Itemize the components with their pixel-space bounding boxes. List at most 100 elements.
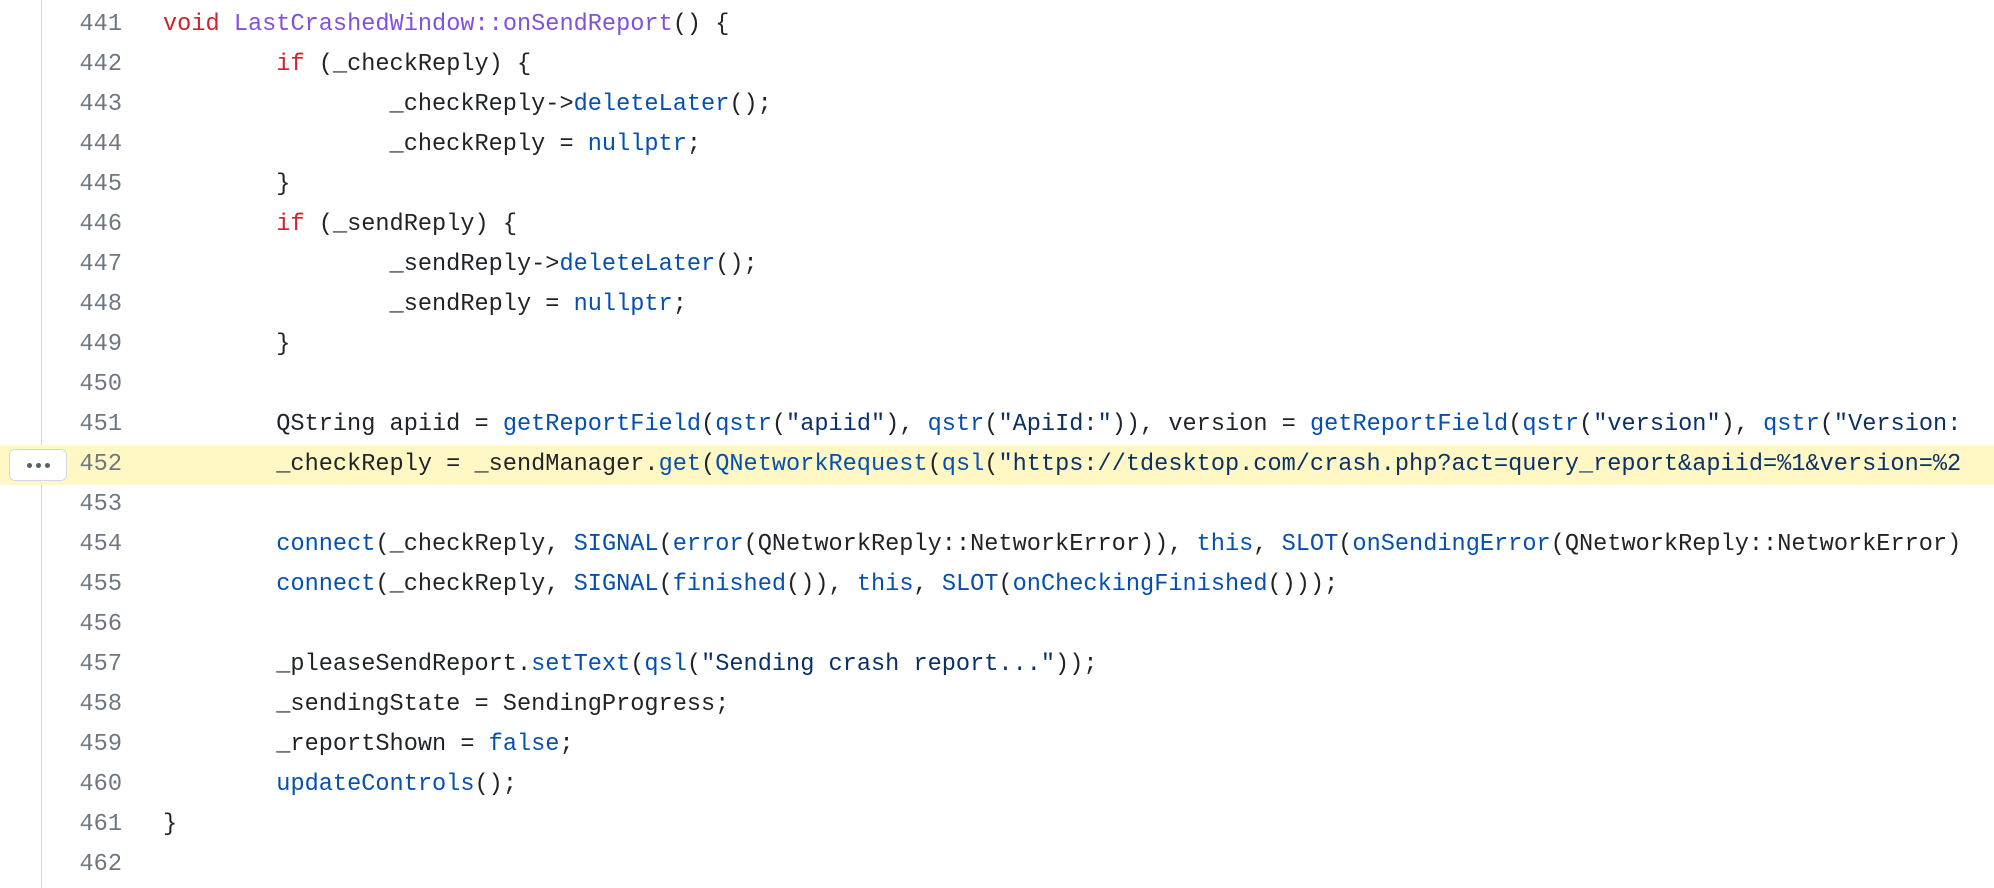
code-line: 462 bbox=[0, 845, 1994, 885]
line-number[interactable]: 442 bbox=[79, 51, 122, 78]
line-number[interactable]: 456 bbox=[79, 611, 122, 638]
code-token: _pleaseSendReport. bbox=[163, 651, 532, 678]
code-token: (); bbox=[729, 91, 772, 118]
line-number[interactable]: 450 bbox=[79, 371, 122, 398]
line-number[interactable]: 453 bbox=[79, 491, 122, 518]
code-token: ()), bbox=[786, 571, 857, 598]
line-number[interactable]: 457 bbox=[79, 651, 122, 678]
code-token: getReportField bbox=[1309, 411, 1509, 438]
code-token: void bbox=[163, 11, 220, 38]
code-token bbox=[163, 211, 276, 238]
code-token: ), bbox=[1720, 411, 1764, 438]
line-number[interactable]: 447 bbox=[79, 251, 122, 278]
line-content: _pleaseSendReport.setText(qsl("Sending c… bbox=[163, 645, 1097, 685]
line-content: updateControls(); bbox=[163, 765, 517, 805]
line-content: connect(_checkReply, SIGNAL(error(QNetwo… bbox=[163, 525, 1961, 565]
code-token: nullptr bbox=[573, 291, 673, 318]
code-token: ( bbox=[630, 651, 645, 678]
code-token: deleteLater bbox=[573, 91, 730, 118]
code-token: (_checkReply, bbox=[375, 571, 574, 598]
line-actions-button[interactable] bbox=[9, 449, 67, 481]
code-token: qstr bbox=[1763, 411, 1820, 438]
code-token: ( bbox=[1508, 411, 1523, 438]
code-line: 455 connect(_checkReply, SIGNAL(finished… bbox=[0, 565, 1994, 605]
code-token: ( bbox=[1579, 411, 1594, 438]
code-token: ( bbox=[984, 451, 999, 478]
code-line: 461} bbox=[0, 805, 1994, 845]
line-number[interactable]: 441 bbox=[79, 11, 122, 38]
code-token: qsl bbox=[941, 451, 985, 478]
line-number[interactable]: 459 bbox=[79, 731, 122, 758]
code-token: onCheckingFinished bbox=[1012, 571, 1268, 598]
line-number[interactable]: 460 bbox=[79, 771, 122, 798]
code-token: ), bbox=[885, 411, 928, 438]
code-token bbox=[163, 51, 276, 78]
line-number[interactable]: 462 bbox=[79, 851, 122, 878]
code-token: QNetworkRequest bbox=[715, 451, 928, 478]
line-content: _checkReply = nullptr; bbox=[163, 125, 702, 165]
code-token: _sendReply-> bbox=[163, 251, 560, 278]
code-token: } bbox=[163, 811, 178, 838]
code-token: onSendingError bbox=[1352, 531, 1551, 558]
line-number[interactable]: 448 bbox=[79, 291, 122, 318]
code-token: if bbox=[276, 51, 305, 78]
code-token: () { bbox=[672, 11, 730, 38]
code-line: 459 _reportShown = false; bbox=[0, 725, 1994, 765]
code-token: ( bbox=[658, 531, 673, 558]
code-token: ; bbox=[686, 131, 702, 158]
code-token: _checkReply = _sendManager. bbox=[163, 451, 659, 478]
code-token: "ApiId:" bbox=[998, 411, 1112, 438]
line-number[interactable]: 444 bbox=[79, 131, 122, 158]
line-number[interactable]: 458 bbox=[79, 691, 122, 718]
line-content: QString apiid = getReportField(qstr("api… bbox=[163, 405, 1961, 445]
code-token: this bbox=[1196, 531, 1254, 558]
line-number[interactable]: 446 bbox=[79, 211, 122, 238]
code-token: _checkReply-> bbox=[163, 91, 574, 118]
code-token: updateControls bbox=[276, 771, 475, 798]
code-token: ( bbox=[998, 571, 1013, 598]
code-token: ; bbox=[559, 731, 574, 758]
code-token bbox=[163, 771, 276, 798]
gutter-divider bbox=[41, 0, 42, 888]
line-content: _checkReply = _sendManager.get(QNetworkR… bbox=[163, 445, 1961, 485]
code-line: 446 if (_sendReply) { bbox=[0, 205, 1994, 245]
code-token: (QNetworkReply::NetworkError) bbox=[1550, 531, 1962, 558]
line-content: _sendReply = nullptr; bbox=[163, 285, 687, 325]
code-line: 458 _sendingState = SendingProgress; bbox=[0, 685, 1994, 725]
code-line: 442 if (_checkReply) { bbox=[0, 45, 1994, 85]
code-token: (_checkReply) { bbox=[304, 51, 532, 78]
line-content: void LastCrashedWindow::onSendReport() { bbox=[163, 5, 729, 45]
line-number[interactable]: 455 bbox=[79, 571, 122, 598]
code-token: _checkReply = bbox=[163, 131, 588, 158]
code-token: SLOT bbox=[941, 571, 999, 598]
code-token: error bbox=[672, 531, 744, 558]
code-token: connect bbox=[276, 571, 376, 598]
line-content: } bbox=[163, 325, 290, 365]
code-token: (QNetworkReply::NetworkError)), bbox=[743, 531, 1197, 558]
line-content: } bbox=[163, 165, 290, 205]
line-number[interactable]: 443 bbox=[79, 91, 122, 118]
code-line: 441 void LastCrashedWindow::onSendReport(… bbox=[0, 5, 1994, 45]
line-number[interactable]: 445 bbox=[79, 171, 122, 198]
line-number[interactable]: 454 bbox=[79, 531, 122, 558]
code-token: ())); bbox=[1267, 571, 1339, 598]
code-token: ( bbox=[984, 411, 999, 438]
code-token: _sendingState = SendingProgress; bbox=[163, 691, 730, 718]
code-line: 457 _pleaseSendReport.setText(qsl("Sendi… bbox=[0, 645, 1994, 685]
code-token bbox=[163, 531, 276, 558]
line-content: _sendReply->deleteLater(); bbox=[163, 245, 758, 285]
line-number[interactable]: 451 bbox=[79, 411, 122, 438]
code-token: ( bbox=[1338, 531, 1353, 558]
code-token: ( bbox=[771, 411, 787, 438]
code-token: deleteLater bbox=[559, 251, 716, 278]
code-line: 460 updateControls(); bbox=[0, 765, 1994, 805]
code-line: 444 _checkReply = nullptr; bbox=[0, 125, 1994, 165]
code-token: false bbox=[488, 731, 560, 758]
line-content: if (_sendReply) { bbox=[163, 205, 517, 245]
code-token: SIGNAL bbox=[573, 531, 659, 558]
code-token: "Version: bbox=[1833, 411, 1962, 438]
line-number[interactable]: 461 bbox=[79, 811, 122, 838]
code-token: , bbox=[913, 571, 942, 598]
line-content: connect(_checkReply, SIGNAL(finished()),… bbox=[163, 565, 1338, 605]
line-number[interactable]: 449 bbox=[79, 331, 122, 358]
